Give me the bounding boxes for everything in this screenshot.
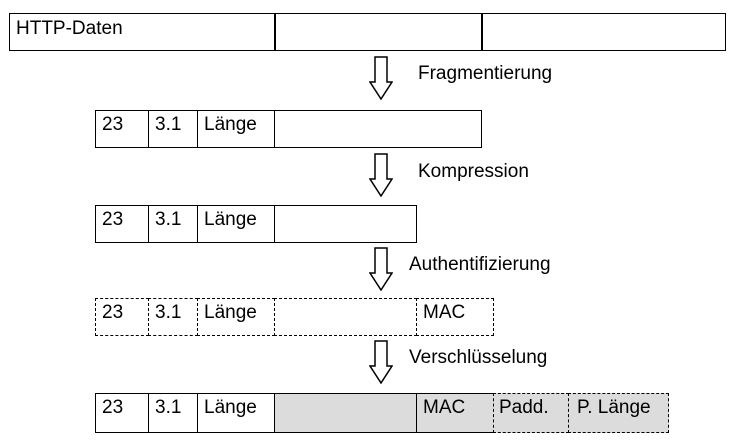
step-fragmentation-label: Fragmentierung <box>418 63 553 84</box>
record-type-value: 23 <box>102 209 124 230</box>
down-arrow-icon <box>369 340 393 384</box>
record-length-value: Länge <box>204 209 257 230</box>
down-arrow-icon <box>369 56 393 100</box>
compressed-type-cell: 23 <box>95 205 149 243</box>
enc-padding-length-cell: P. Länge <box>568 393 669 433</box>
record-padding-length-value: P. Länge <box>577 397 651 418</box>
http-data-divider-2 <box>481 13 483 51</box>
record-length-value: Länge <box>204 114 257 135</box>
record-type-value: 23 <box>102 302 124 323</box>
record-version-value: 3.1 <box>155 209 182 230</box>
record-version-value: 3.1 <box>155 302 182 323</box>
enc-padding-cell: Padd. <box>493 393 569 433</box>
record-mac-value: MAC <box>423 302 466 323</box>
enc-payload-cell <box>274 393 417 433</box>
auth-length-cell: Länge <box>197 298 275 336</box>
http-data-box <box>9 13 726 51</box>
down-arrow-icon <box>369 247 393 291</box>
step-encryption-label: Verschlüsselung <box>409 347 548 368</box>
record-type-value: 23 <box>102 397 124 418</box>
fragment-length-cell: Länge <box>197 110 275 148</box>
enc-version-cell: 3.1 <box>148 393 198 433</box>
record-length-value: Länge <box>204 397 257 418</box>
fragment-payload-cell <box>274 110 482 148</box>
fragment-type-cell: 23 <box>95 110 149 148</box>
http-data-label: HTTP-Daten <box>16 18 123 39</box>
record-padding-value: Padd. <box>499 397 549 418</box>
compressed-version-cell: 3.1 <box>148 205 198 243</box>
fragment-version-cell: 3.1 <box>148 110 198 148</box>
down-arrow-icon <box>369 153 393 197</box>
record-version-value: 3.1 <box>155 114 182 135</box>
auth-type-cell: 23 <box>95 298 149 336</box>
enc-mac-cell: MAC <box>416 393 494 433</box>
enc-length-cell: Länge <box>197 393 275 433</box>
step-compression-label: Kompression <box>418 161 529 182</box>
record-version-value: 3.1 <box>155 397 182 418</box>
auth-payload-cell <box>274 298 417 336</box>
enc-type-cell: 23 <box>95 393 149 433</box>
record-type-value: 23 <box>102 114 124 135</box>
auth-version-cell: 3.1 <box>148 298 198 336</box>
step-authentication-label: Authentifizierung <box>409 254 551 275</box>
record-length-value: Länge <box>204 302 257 323</box>
record-mac-value: MAC <box>423 397 466 418</box>
auth-mac-cell: MAC <box>416 298 494 336</box>
compressed-length-cell: Länge <box>197 205 275 243</box>
http-data-divider-1 <box>274 13 276 51</box>
compressed-payload-cell <box>274 205 417 243</box>
